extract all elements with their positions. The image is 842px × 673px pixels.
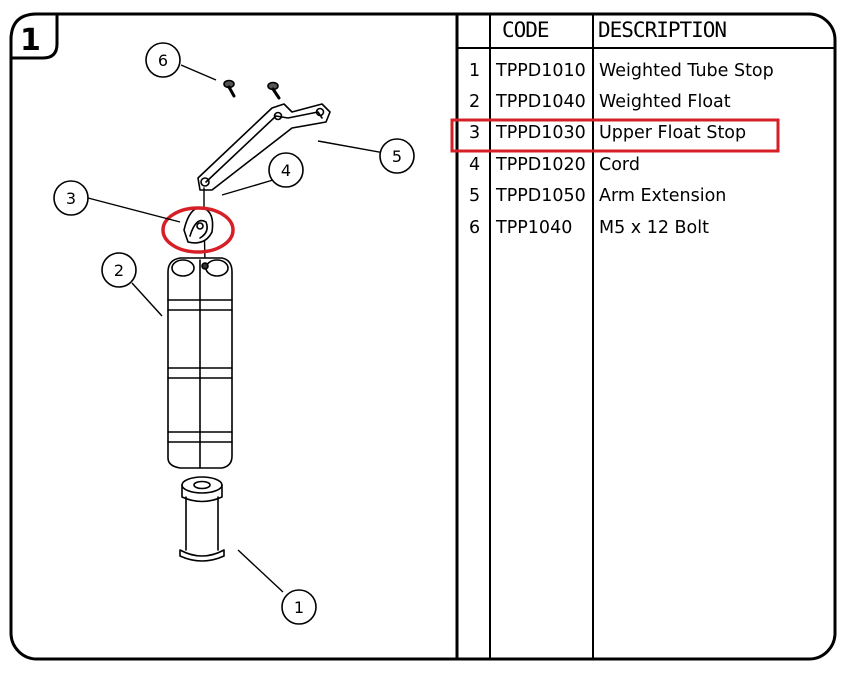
- part-description: Weighted Float: [599, 92, 731, 112]
- callout-label-4: 4: [281, 161, 291, 180]
- description-column-header: DESCRIPTION: [598, 18, 727, 42]
- callout-circle: [379, 138, 415, 174]
- part-description: Upper Float Stop: [599, 123, 747, 143]
- part-code: TPP1040: [496, 218, 573, 238]
- callout-circle: [53, 180, 89, 216]
- row-number: 6: [469, 218, 481, 238]
- table-row: 4 TPPD1020 Cord: [457, 150, 835, 181]
- part-code: TPPD1050: [496, 186, 586, 206]
- code-column-header: CODE: [502, 18, 550, 42]
- part-code: TPPD1010: [496, 61, 586, 81]
- weighted-float-part: [167, 257, 233, 469]
- row-number: 4: [469, 155, 481, 175]
- part-description: M5 x 12 Bolt: [599, 218, 709, 238]
- callout-label-1: 1: [294, 598, 304, 617]
- row-number: 5: [469, 186, 481, 206]
- table-row: 1 TPPD1010 Weighted Tube Stop: [457, 56, 835, 87]
- callout-circle: [268, 152, 304, 188]
- row-number: 2: [469, 92, 481, 112]
- row-number: 1: [469, 61, 481, 81]
- row-number: 3: [469, 123, 481, 143]
- part-code: TPPD1020: [496, 155, 586, 175]
- part-code: TPPD1030: [496, 123, 586, 143]
- table-row-highlighted: 3 TPPD1030 Upper Float Stop: [457, 118, 835, 149]
- callout-label-6: 6: [158, 51, 168, 70]
- figure-number: 1: [20, 23, 41, 58]
- part-code: TPPD1040: [496, 92, 586, 112]
- arm-extension-part: [197, 103, 331, 191]
- part-description: Arm Extension: [599, 186, 727, 206]
- callout-label-3: 3: [66, 189, 76, 208]
- table-row: 6 TPP1040 M5 x 12 Bolt: [457, 213, 835, 244]
- callout-circle: [281, 589, 317, 625]
- part-description: Weighted Tube Stop: [599, 61, 774, 81]
- highlight-ellipse: [161, 206, 235, 254]
- highlight-box: [450, 118, 780, 153]
- table-row: 2 TPPD1040 Weighted Float: [457, 87, 835, 118]
- bolt-icon: [223, 79, 236, 98]
- callout-label-2: 2: [114, 261, 124, 280]
- bolt-icon: [267, 81, 281, 100]
- callout-circle: [101, 252, 137, 288]
- callout-label-5: 5: [392, 147, 402, 166]
- part-description: Cord: [599, 155, 640, 175]
- weighted-tube-stop-part: [179, 476, 225, 562]
- callout-circle: [145, 42, 181, 78]
- table-row: 5 TPPD1050 Arm Extension: [457, 181, 835, 212]
- upper-float-stop-part: [183, 206, 214, 244]
